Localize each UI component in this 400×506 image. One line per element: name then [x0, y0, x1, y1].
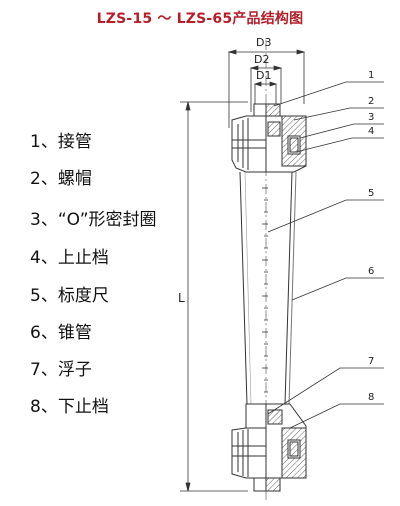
label-d3: D3 — [256, 36, 271, 49]
legend-num: 3、 — [30, 210, 58, 230]
label-d2: D2 — [254, 53, 269, 66]
legend-label: 锥管 — [57, 323, 92, 343]
callout-6: 6 — [368, 266, 374, 277]
legend-label: “O”形密封圈 — [57, 210, 157, 230]
legend-num: 2、 — [30, 169, 58, 189]
legend-item-8: 8、下止档 — [30, 395, 109, 419]
legend-item-1: 1、接管 — [30, 130, 92, 154]
dimension-d1 — [253, 81, 278, 112]
taper-tube — [239, 171, 297, 405]
legend-num: 5、 — [30, 286, 58, 306]
dimension-d2 — [249, 65, 283, 112]
label-length: L — [178, 291, 185, 305]
scale-ruler — [262, 187, 268, 393]
dimension-d3 — [227, 49, 306, 128]
callout-8: 8 — [368, 392, 374, 403]
legend-item-3: 3、“O”形密封圈 — [30, 208, 157, 232]
callout-leaders — [267, 81, 384, 429]
legend-num: 6、 — [30, 323, 58, 343]
bottom-fitting-section — [265, 403, 307, 492]
legend-label: 下止档 — [57, 397, 109, 417]
legend-label: 螺帽 — [57, 169, 92, 189]
callout-4: 4 — [368, 126, 374, 137]
top-fitting-section — [265, 103, 307, 173]
legend-label: 标度尺 — [57, 286, 109, 306]
legend-item-7: 7、浮子 — [30, 358, 92, 382]
legend-num: 1、 — [30, 132, 58, 152]
label-d1: D1 — [256, 69, 271, 82]
dimension-length — [180, 101, 248, 492]
legend-label: 上止档 — [57, 248, 109, 268]
page-title: LZS-15 ～ LZS-65产品结构图 — [96, 11, 304, 27]
legend-label: 浮子 — [57, 360, 92, 380]
callout-5: 5 — [368, 188, 374, 199]
legend-item-5: 5、标度尺 — [30, 284, 109, 308]
callout-3: 3 — [368, 112, 374, 123]
callout-2: 2 — [368, 96, 374, 107]
legend-num: 7、 — [30, 360, 58, 380]
legend-num: 4、 — [30, 248, 58, 268]
callout-7: 7 — [368, 356, 374, 367]
legend-label: 接管 — [57, 132, 92, 152]
legend-item-2: 2、螺帽 — [30, 167, 92, 191]
legend-num: 8、 — [30, 397, 58, 417]
bottom-fitting — [231, 403, 267, 492]
callout-1: 1 — [368, 70, 374, 81]
legend-item-4: 4、上止档 — [30, 246, 109, 270]
legend-item-6: 6、锥管 — [30, 321, 92, 345]
top-fitting — [231, 103, 267, 173]
